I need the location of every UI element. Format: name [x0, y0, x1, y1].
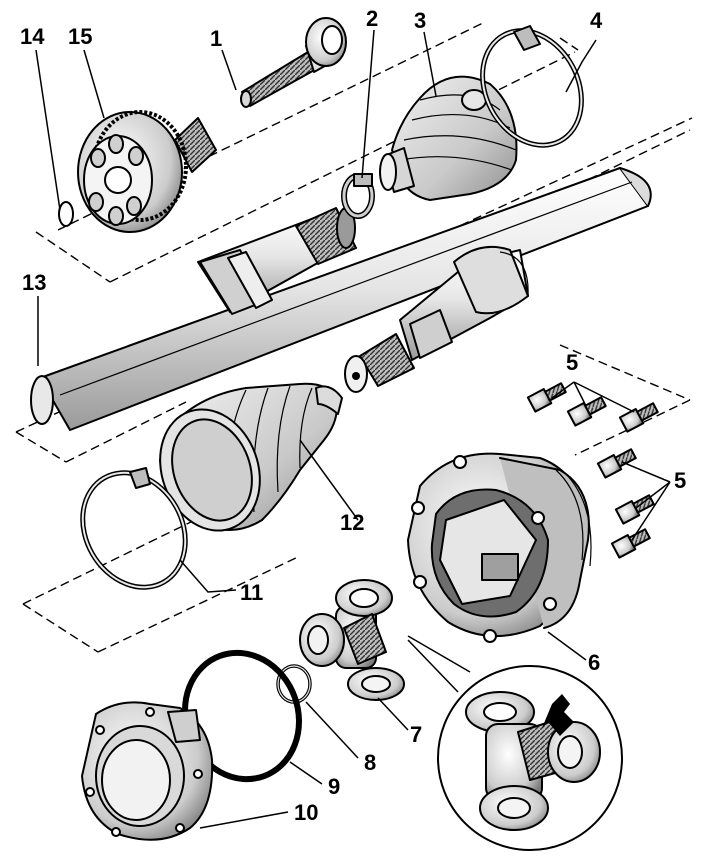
- callout-4: 4: [590, 8, 603, 33]
- callout-5-top: 5: [566, 350, 578, 375]
- outer-boot-part-3: [379, 75, 518, 201]
- callout-1: 1: [210, 26, 222, 51]
- cover-part-10: [81, 701, 214, 841]
- callout-8: 8: [364, 750, 376, 775]
- tripod-joint-part-7: [299, 579, 405, 701]
- shaft-outer-end: [197, 207, 357, 315]
- drive-shaft: [30, 167, 652, 431]
- shaft-inner-end: [344, 246, 529, 393]
- callout-9: 9: [328, 774, 340, 799]
- callout-3: 3: [414, 8, 426, 33]
- bolt-part-1: [240, 17, 347, 108]
- callout-7: 7: [410, 722, 422, 747]
- outer-cv-joint-part-15: [77, 110, 217, 233]
- large-clamp-part-4: [480, 25, 584, 148]
- callout-labels: 1 2 3 4 5 5 6 7 8 9 10 11 12 13 14 15: [20, 6, 686, 825]
- callout-14: 14: [20, 24, 45, 49]
- callout-2: 2: [366, 6, 378, 31]
- callout-12: 12: [340, 510, 364, 535]
- detail-inset: [407, 635, 623, 851]
- bolts-part-5: [526, 382, 659, 559]
- callout-10: 10: [294, 800, 318, 825]
- circlip-part-14: [58, 201, 74, 227]
- callout-15: 15: [68, 24, 92, 49]
- callout-13: 13: [22, 270, 46, 295]
- callout-6: 6: [588, 650, 600, 675]
- flange-housing-part-6: [407, 452, 592, 643]
- inner-boot-part-12: [159, 382, 343, 532]
- large-clamp-part-11: [80, 467, 188, 590]
- small-clamp-part-2: [341, 173, 375, 219]
- leader-lines: [35, 29, 671, 829]
- callout-11: 11: [240, 580, 263, 605]
- arrow-icon: [542, 694, 574, 736]
- callout-5-right: 5: [674, 468, 686, 493]
